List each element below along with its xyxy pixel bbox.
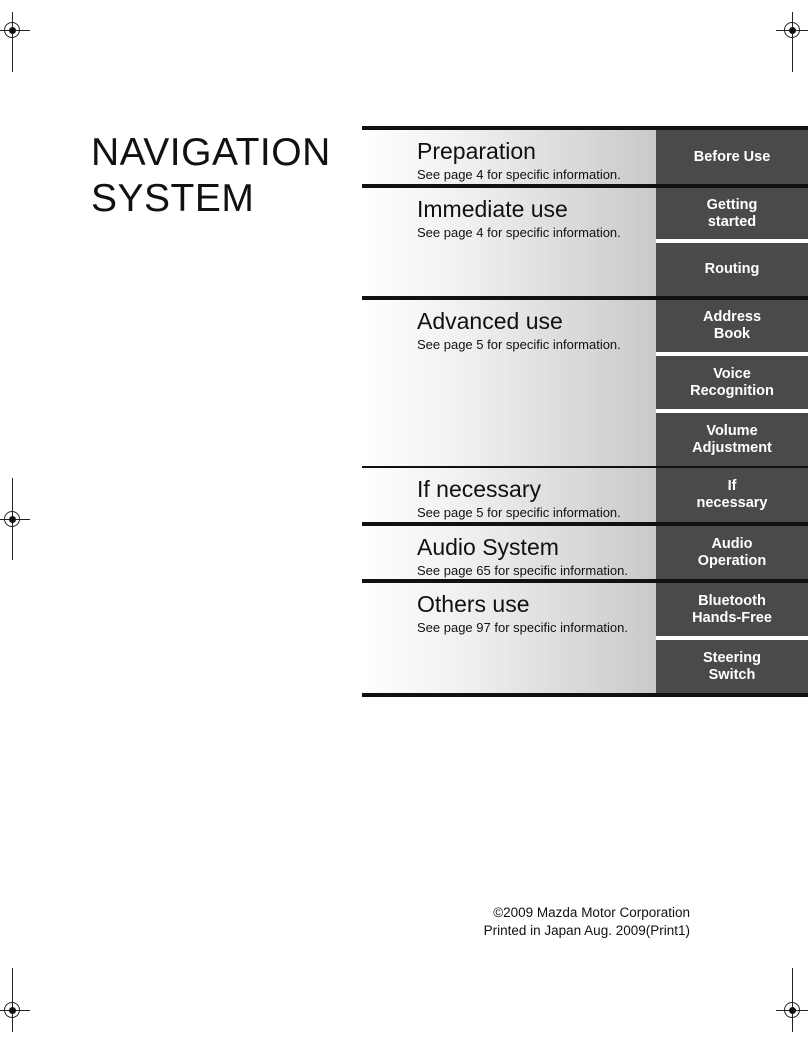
tab-steering-switch[interactable]: Steering Switch (656, 640, 808, 693)
divider (362, 579, 808, 583)
section-advanced-use[interactable]: Advanced use See page 5 for specific inf… (362, 300, 656, 466)
section-page-reference: See page 97 for specific information. (417, 620, 629, 635)
tab-getting-started[interactable]: Getting started (656, 188, 808, 239)
section-title: Immediate use (417, 196, 568, 222)
tab-if-necessary[interactable]: If necessary (656, 468, 808, 522)
divider (362, 126, 808, 130)
divider (362, 693, 808, 697)
section-title: Others use (417, 591, 530, 617)
tab-audio-operation[interactable]: Audio Operation (656, 526, 808, 579)
page-title-line-2: SYSTEM (91, 177, 255, 220)
section-page-reference: See page 4 for specific information. (417, 167, 621, 182)
registration-mark-icon (0, 478, 30, 560)
tab-address-book[interactable]: Address Book (656, 300, 808, 352)
section-preparation[interactable]: Preparation See page 4 for specific info… (362, 130, 656, 184)
divider (362, 522, 808, 526)
section-page-reference: See page 5 for specific information. (417, 505, 621, 520)
registration-mark-icon (0, 968, 30, 1045)
divider (362, 296, 808, 300)
tab-volume-adjustment[interactable]: Volume Adjustment (656, 413, 808, 466)
section-page-reference: See page 4 for specific information. (417, 225, 621, 240)
tab-bluetooth-hands-free[interactable]: Bluetooth Hands-Free (656, 583, 808, 636)
section-title: Audio System (417, 534, 559, 560)
tab-routing[interactable]: Routing (656, 243, 808, 296)
tab-before-use[interactable]: Before Use (656, 130, 808, 184)
section-title: Preparation (417, 138, 536, 164)
divider (362, 184, 808, 188)
copyright-text: ©2009 Mazda Motor Corporation (493, 905, 690, 920)
section-title: If necessary (417, 476, 541, 502)
contents-index: Preparation See page 4 for specific info… (362, 126, 808, 697)
page-title-line-1: NAVIGATION (91, 131, 331, 174)
registration-mark-icon (776, 968, 808, 1045)
section-others-use[interactable]: Others use See page 97 for specific info… (362, 583, 656, 693)
print-info-text: Printed in Japan Aug. 2009(Print1) (483, 923, 690, 938)
section-audio-system[interactable]: Audio System See page 65 for specific in… (362, 526, 656, 579)
section-immediate-use[interactable]: Immediate use See page 4 for specific in… (362, 188, 656, 296)
registration-mark-icon (0, 12, 30, 72)
section-page-reference: See page 65 for specific information. (417, 563, 629, 578)
section-title: Advanced use (417, 308, 563, 334)
registration-mark-icon (776, 12, 808, 72)
divider (362, 466, 808, 468)
section-page-reference: See page 5 for specific information. (417, 337, 621, 352)
tab-voice-recognition[interactable]: Voice Recognition (656, 356, 808, 409)
section-if-necessary[interactable]: If necessary See page 5 for specific inf… (362, 468, 656, 522)
